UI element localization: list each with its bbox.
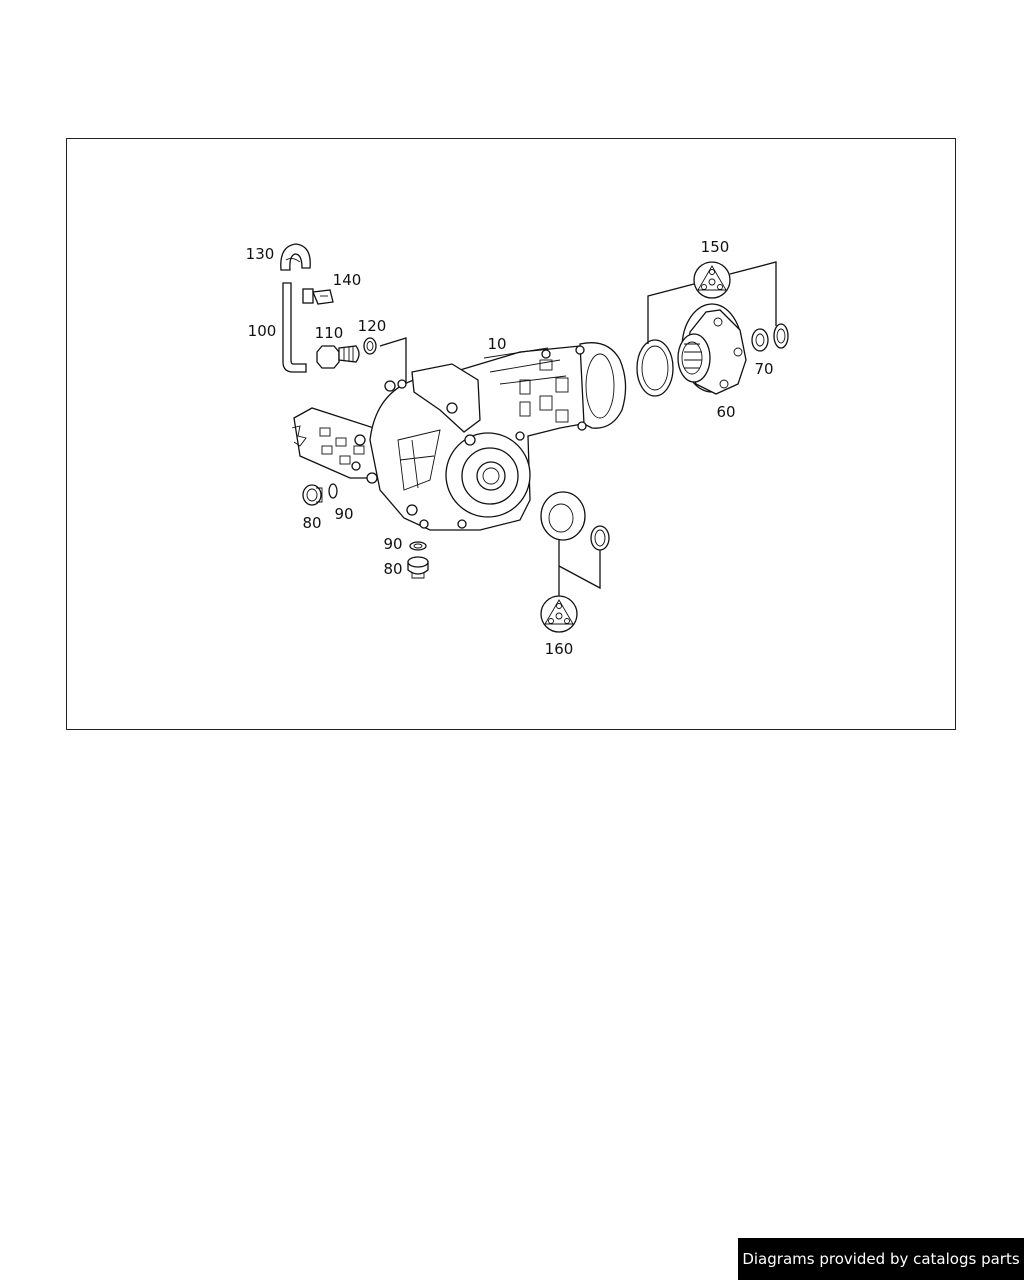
callout-120[interactable]: 120: [358, 317, 387, 335]
callout-70[interactable]: 70: [754, 360, 773, 378]
callout-90-lower[interactable]: 90: [383, 535, 402, 553]
callout-130[interactable]: 130: [246, 245, 275, 263]
callout-150[interactable]: 150: [701, 238, 730, 256]
callout-80-lower[interactable]: 80: [383, 560, 402, 578]
callout-160[interactable]: 160: [545, 640, 574, 658]
callout-10[interactable]: 10: [487, 335, 506, 353]
callout-100[interactable]: 100: [248, 322, 277, 340]
diagram-credit-badge: Diagrams provided by catalogs parts: [738, 1238, 1024, 1280]
callout-90-upper[interactable]: 90: [334, 505, 353, 523]
diagram-frame: [66, 138, 956, 730]
callout-60[interactable]: 60: [716, 403, 735, 421]
callout-80-upper[interactable]: 80: [302, 514, 321, 532]
callout-140[interactable]: 140: [333, 271, 362, 289]
callout-110[interactable]: 110: [315, 324, 344, 342]
